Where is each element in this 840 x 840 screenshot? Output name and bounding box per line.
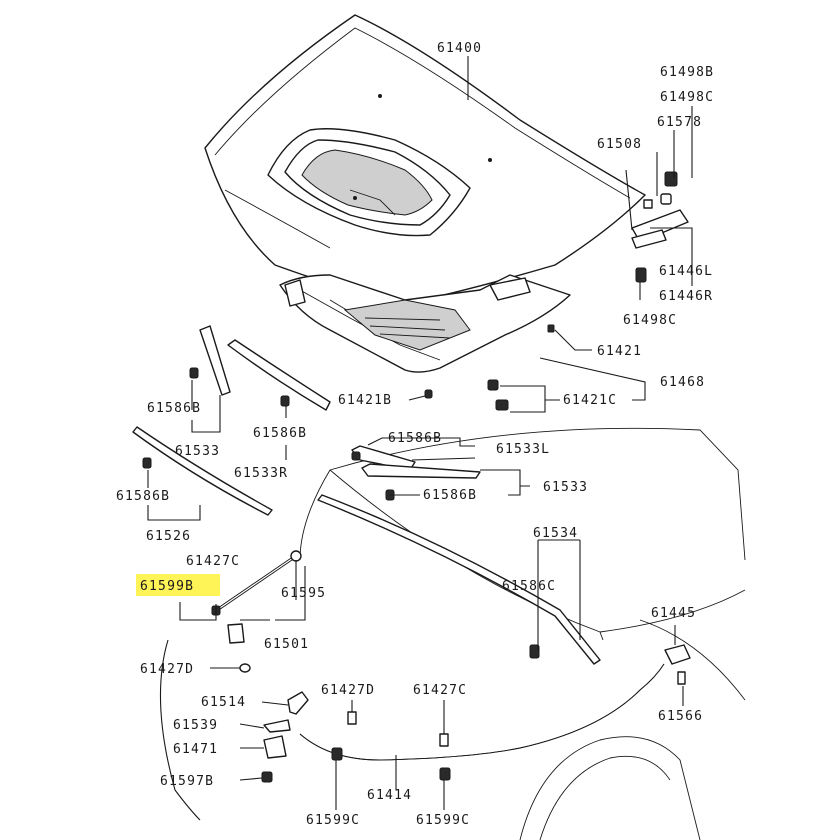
label-61595: 61595 — [281, 586, 326, 601]
label-61566: 61566 — [658, 709, 703, 724]
label-61578: 61578 — [657, 115, 702, 130]
release-cable-61414 — [239, 644, 691, 783]
label-61586B: 61586B — [147, 401, 201, 416]
label-61446L: 61446L — [659, 264, 713, 279]
label-61533: 61533 — [543, 480, 588, 495]
weatherstrips — [132, 324, 601, 665]
label-61586C: 61586C — [502, 579, 556, 594]
label-61508: 61508 — [597, 137, 642, 152]
label-61586B: 61586B — [253, 426, 307, 441]
label-61599B: 61599B — [140, 579, 194, 594]
label-61427C: 61427C — [413, 683, 467, 698]
label-61514: 61514 — [201, 695, 246, 710]
label-61445: 61445 — [651, 606, 696, 621]
highlight-61599B — [136, 574, 220, 596]
label-61533R: 61533R — [234, 466, 288, 481]
label-61400: 61400 — [437, 41, 482, 56]
prop-rod-61595 — [211, 550, 302, 644]
label-61539: 61539 — [173, 718, 218, 733]
label-61586B: 61586B — [423, 488, 477, 503]
part-labels: 61400 61498B 61498C 61578 61508 61446L 6… — [116, 41, 714, 828]
car-body-outline — [299, 427, 746, 840]
label-61501: 61501 — [264, 637, 309, 652]
label-61421C: 61421C — [563, 393, 617, 408]
label-61599C: 61599C — [416, 813, 470, 828]
hood-61400 — [204, 14, 646, 373]
label-61471: 61471 — [173, 742, 218, 757]
label-61586B: 61586B — [388, 431, 442, 446]
label-61468: 61468 — [660, 375, 705, 390]
label-61421: 61421 — [597, 344, 642, 359]
label-61427C: 61427C — [186, 554, 240, 569]
label-61427D: 61427D — [140, 662, 194, 677]
label-61421B: 61421B — [338, 393, 392, 408]
hinge-61508 — [631, 171, 689, 283]
label-61533: 61533 — [175, 444, 220, 459]
leader-lines — [147, 56, 693, 821]
label-61586B: 61586B — [116, 489, 170, 504]
label-61498B: 61498B — [660, 65, 714, 80]
label-61414: 61414 — [367, 788, 412, 803]
label-61534: 61534 — [533, 526, 578, 541]
label-61599C: 61599C — [306, 813, 360, 828]
label-61597B: 61597B — [160, 774, 214, 789]
label-61533L: 61533L — [496, 442, 550, 457]
label-61526: 61526 — [146, 529, 191, 544]
label-61427D: 61427D — [321, 683, 375, 698]
label-61498C: 61498C — [623, 313, 677, 328]
label-61446R: 61446R — [659, 289, 713, 304]
label-61498C: 61498C — [660, 90, 714, 105]
